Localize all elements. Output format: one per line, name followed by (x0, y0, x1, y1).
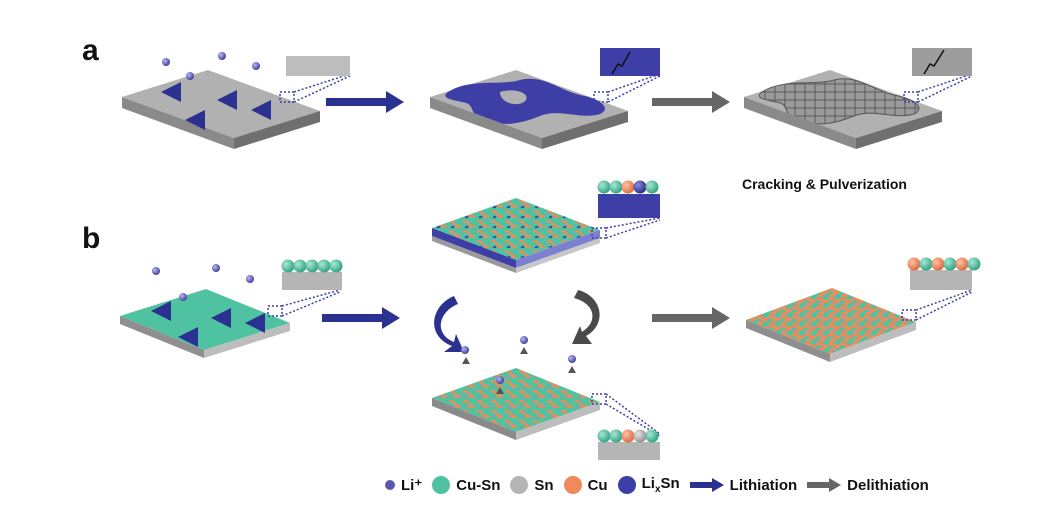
zoom-inset-b2 (591, 180, 661, 239)
legend-item-delithiation: Delithiation (807, 477, 929, 494)
legend-item-lixsn: LixSn (617, 475, 680, 495)
legend-label-delithiation: Delithiation (847, 476, 929, 494)
legend-label-li: Li⁺ (401, 477, 423, 494)
zoom-inset-b1 (267, 259, 343, 317)
slab-b4-cu-network (746, 288, 916, 362)
li-ions-falling-a1 (161, 52, 271, 130)
legend-label-cu: Cu (587, 476, 608, 494)
legend-item-li: Li⁺ (385, 476, 422, 494)
delithiation-arrow-icon (807, 478, 842, 492)
lixsn-atom-icon (617, 476, 636, 494)
zoom-inset-b4 (901, 257, 981, 321)
li-ion-icon (385, 480, 395, 490)
legend-label-sn: Sn (534, 476, 554, 494)
legend-item-cusn: Cu-Sn (432, 476, 500, 494)
delithiation-arrow-a (652, 91, 730, 113)
slab-b2-lithiated (432, 198, 600, 273)
cycle-arrow-delithiation (572, 290, 600, 344)
zoom-inset-b3 (591, 393, 661, 460)
panel-label-a: a (82, 34, 99, 67)
legend: Li⁺ Cu-Sn Sn Cu LixSn Lithiation Delithi… (385, 472, 939, 498)
zoom-inset-a3 (903, 48, 973, 103)
sn-atom-icon (510, 476, 529, 494)
cusn-atom-icon (432, 476, 451, 494)
cycle-arrow-lithiation (434, 296, 464, 352)
caption-cracking: Cracking & Pulverization (742, 176, 907, 192)
legend-item-lithiation: Lithiation (689, 476, 798, 494)
slab-a3-cracked (744, 70, 942, 149)
lithiation-arrow-a (326, 91, 404, 113)
li-ions-leaving-b3 (461, 336, 576, 420)
slab-b3-delithiated (432, 368, 600, 440)
legend-item-sn: Sn (510, 476, 554, 494)
lithiation-arrow-b (322, 307, 400, 329)
lithiation-arrow-icon (689, 478, 724, 492)
cu-atom-icon (563, 476, 582, 494)
delithiation-arrow-b (652, 307, 730, 329)
legend-item-cu: Cu (563, 476, 608, 494)
legend-label-lithiation: Lithiation (729, 476, 798, 494)
legend-label-cusn: Cu-Sn (456, 476, 501, 494)
zoom-inset-a1 (279, 56, 351, 103)
legend-label-lixsn: LixSn (641, 475, 680, 495)
li-ions-falling-b1 (151, 264, 265, 347)
slab-a2-lixsn (430, 70, 628, 149)
zoom-inset-a2 (593, 48, 661, 103)
slab-b1-cusn (120, 289, 290, 358)
panel-label-b: b (82, 222, 101, 255)
